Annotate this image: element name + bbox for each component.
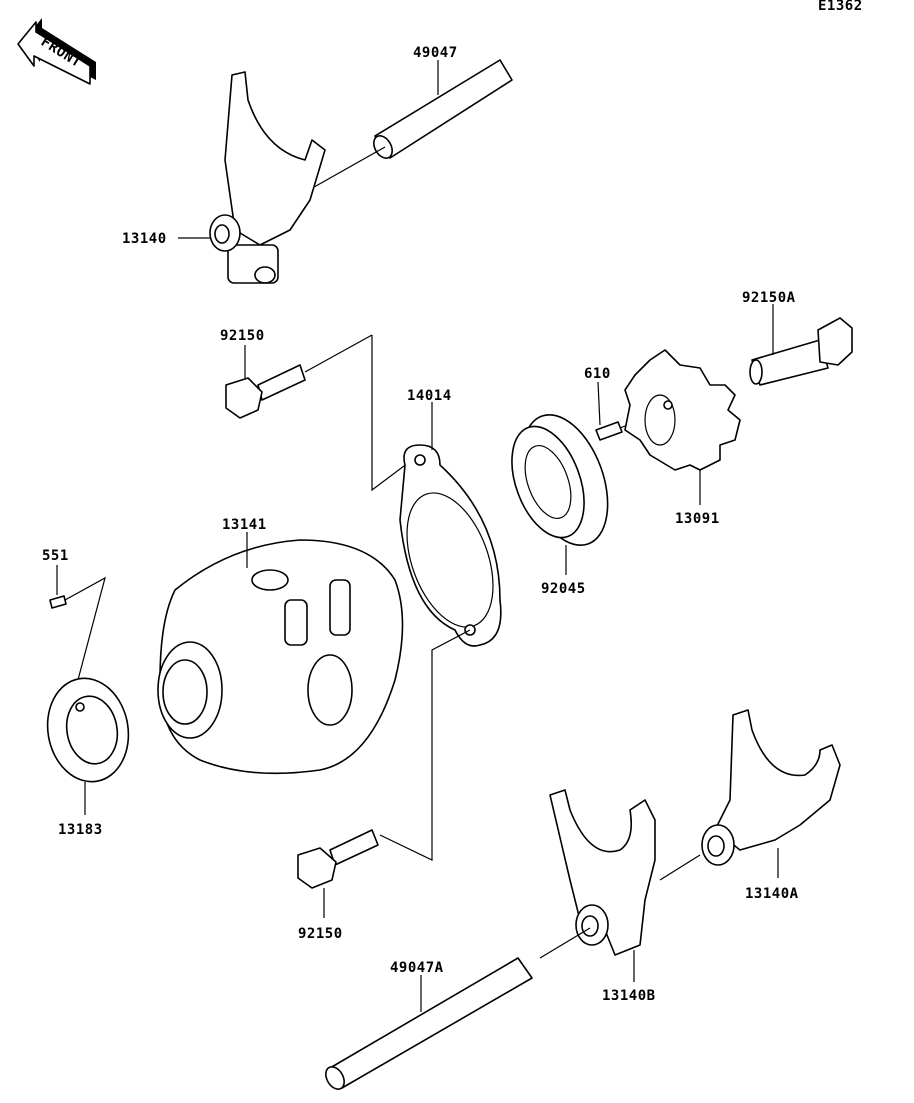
shift-rod-upper — [299, 59, 513, 196]
shift-fork-upper — [209, 71, 326, 284]
ball-bearing — [511, 413, 609, 547]
part-label-13141: 13141 — [222, 517, 267, 533]
part-label-13140B: 13140B — [602, 988, 656, 1004]
shift-rod-lower — [325, 927, 591, 1090]
part-label-92045: 92045 — [541, 581, 586, 597]
bolt-lower — [297, 829, 379, 889]
part-label-92150-lower: 92150 — [298, 926, 343, 942]
part-label-92150-upper: 92150 — [220, 328, 265, 344]
shift-drum — [157, 539, 404, 775]
part-label-610: 610 — [584, 366, 611, 382]
part-label-92150A: 92150A — [742, 290, 796, 306]
part-label-13091: 13091 — [675, 511, 720, 527]
bolt-upper — [225, 334, 413, 492]
leader-line — [597, 381, 601, 426]
part-label-14014: 14014 — [407, 388, 452, 404]
shift-fork-b — [549, 789, 656, 956]
shift-drum-cam — [624, 349, 741, 471]
bolt-right — [749, 317, 853, 386]
pin-small — [49, 576, 106, 711]
front-arrow-icon: FRONT — [17, 18, 96, 85]
shift-fork-a — [659, 709, 841, 881]
part-label-13140A: 13140A — [745, 886, 799, 902]
part-label-49047A: 49047A — [390, 960, 444, 976]
holder-plate — [379, 444, 502, 861]
part-label-13140: 13140 — [122, 231, 167, 247]
part-label-13183: 13183 — [58, 822, 103, 838]
washer-plate — [46, 677, 130, 783]
part-label-49047: 49047 — [413, 45, 458, 61]
part-label-551: 551 — [42, 548, 69, 564]
diagram-code: E1362 — [818, 0, 863, 14]
